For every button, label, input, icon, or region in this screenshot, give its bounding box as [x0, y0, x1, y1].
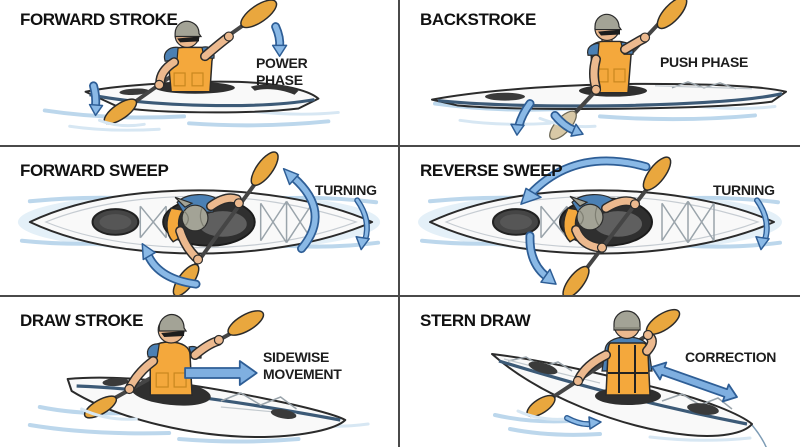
blade-path-arrow-icon: [564, 415, 602, 430]
sweep-arc-bottom-icon: [525, 231, 557, 285]
kayak-side: [84, 80, 320, 114]
stern-draw-illustration: [491, 308, 767, 447]
power-phase-arrow-icon: [271, 22, 288, 57]
sidewise-movement-arrow-icon: [184, 360, 258, 386]
backstroke-illustration: [431, 0, 787, 141]
panel-backstroke: BACKSTROKE PUSH PHASE: [400, 0, 800, 147]
panel-title: FORWARD STROKE: [20, 10, 178, 29]
draw-stroke-illustration: [27, 310, 370, 444]
forward-stroke-illustration: [42, 0, 340, 132]
kayak-side: [431, 81, 787, 110]
panel-stern-draw: STERN DRAW CORRECTION: [400, 297, 800, 447]
reverse-sweep-illustration: [418, 156, 782, 295]
annotation-power-phase: POWER PHASE: [256, 55, 308, 88]
paddler: [538, 0, 688, 141]
paddler: [80, 310, 265, 421]
forward-sweep-illustration: [17, 151, 381, 295]
panel-forward-sweep: FORWARD SWEEP TURNING: [0, 147, 400, 297]
annotation-correction: CORRECTION: [685, 349, 777, 365]
annotation-turning: TURNING: [315, 182, 377, 198]
panel-title: REVERSE SWEEP: [420, 161, 563, 180]
bow-down-arrow-icon: [88, 81, 104, 117]
annotation-push-phase: PUSH PHASE: [660, 54, 749, 70]
correction-arrow-icon: [651, 361, 738, 403]
paddler-back: [516, 308, 681, 421]
paddler-top: [166, 151, 279, 295]
push-phase-arrow-left-icon: [510, 99, 535, 136]
panel-title: DRAW STROKE: [20, 311, 144, 330]
panel-title: BACKSTROKE: [420, 10, 536, 29]
panel-draw-stroke: DRAW STROKE SIDEWISE MOVEMENT: [0, 297, 400, 447]
water: [42, 108, 340, 132]
panel-title: FORWARD SWEEP: [20, 161, 169, 180]
paddler-top: [562, 156, 672, 295]
paddler: [98, 0, 278, 128]
turning-arrow-icon: [354, 197, 370, 251]
annotation-turning: TURNING: [713, 182, 775, 198]
water: [493, 413, 767, 447]
panel-reverse-sweep: REVERSE SWEEP TURNING: [400, 147, 800, 297]
annotation-sidewise-movement: SIDEWISE MOVEMENT: [263, 349, 342, 382]
turning-arrow-icon: [754, 197, 770, 251]
push-phase-arrow-right-icon: [550, 110, 584, 137]
sweep-arc-top-icon: [520, 156, 651, 205]
panel-title: STERN DRAW: [420, 311, 531, 330]
panel-forward-stroke: FORWARD STROKE POWER PHASE: [0, 0, 400, 147]
sweep-arc-left-icon: [141, 242, 201, 289]
sweep-arc-right-icon: [282, 167, 320, 254]
